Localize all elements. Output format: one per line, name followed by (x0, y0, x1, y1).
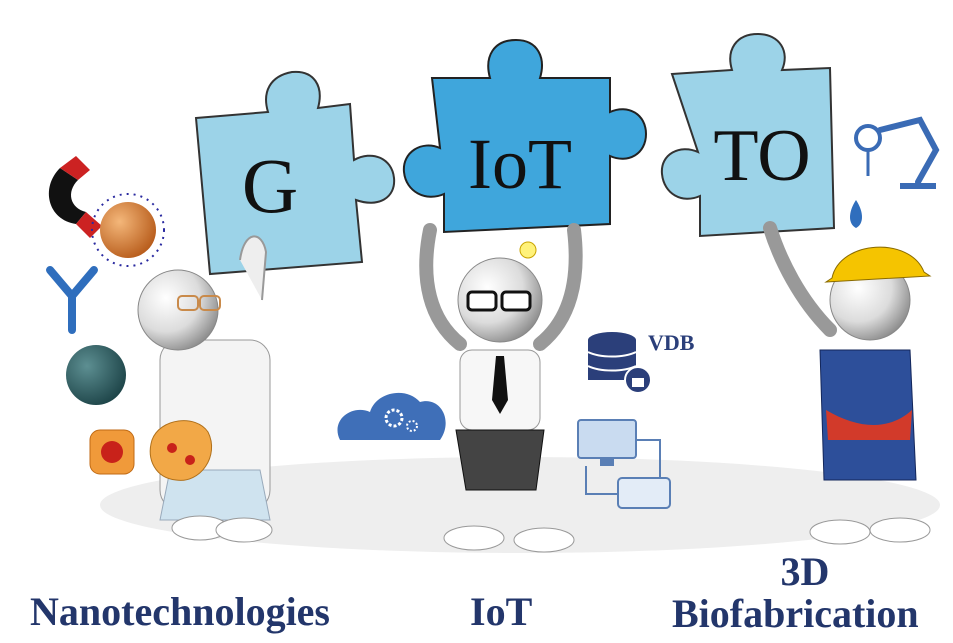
floor-shadow (100, 457, 940, 553)
database-lock-icon (587, 332, 652, 394)
nanoparticle-icon (91, 193, 165, 267)
robot-arm-icon (854, 116, 940, 189)
cell-icon (89, 429, 135, 475)
scientist-figure (137, 235, 273, 543)
label-iot: IoT (470, 589, 533, 634)
network-devices-icon (577, 419, 671, 509)
database-label: VDB (648, 330, 695, 355)
puzzle-piece-g: G (194, 70, 396, 276)
tissue-icon (149, 420, 213, 481)
puzzle-label-to: TO (713, 115, 810, 197)
droplet-icon (850, 200, 862, 228)
hard-hat-icon (824, 246, 932, 283)
label-biofabrication: Biofabrication (672, 591, 919, 636)
builder-figure (763, 221, 932, 545)
antibody-icon (46, 266, 98, 334)
label-nanotechnologies: Nanotechnologies (30, 589, 330, 634)
puzzle-piece-to: TO (660, 32, 836, 238)
magnet-icon (48, 156, 102, 238)
teal-sphere-icon (66, 345, 126, 405)
cloud-gear-icon (337, 392, 446, 440)
puzzle-piece-iot: IoT (402, 38, 648, 234)
puzzle-label-iot: IoT (468, 124, 572, 204)
puzzle-label-g: G (242, 142, 298, 229)
iot-figure (419, 223, 583, 553)
label-3d: 3D (780, 549, 830, 594)
